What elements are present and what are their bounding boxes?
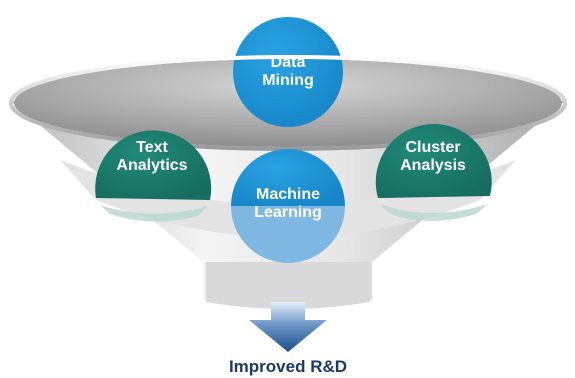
text-analytics-line1: Text — [136, 139, 168, 156]
machine-learning-line2: Learning — [254, 204, 322, 221]
machine-learning-line1: Machine — [256, 186, 320, 203]
circle-text-analytics: Text Analytics — [95, 130, 212, 222]
circle-machine-learning: Machine Learning — [231, 149, 345, 263]
cluster-analysis-line1: Cluster — [405, 139, 460, 156]
funnel-spout — [206, 262, 370, 309]
circle-cluster-analysis: Cluster Analysis — [375, 123, 492, 221]
circle-data-mining: Data Mining — [233, 17, 343, 127]
output-label: Improved R&D — [229, 357, 347, 376]
down-arrow-icon — [249, 302, 327, 352]
data-mining-line2: Mining — [262, 72, 314, 89]
cluster-analysis-line2: Analysis — [400, 157, 466, 174]
text-analytics-line2: Analytics — [116, 157, 187, 174]
